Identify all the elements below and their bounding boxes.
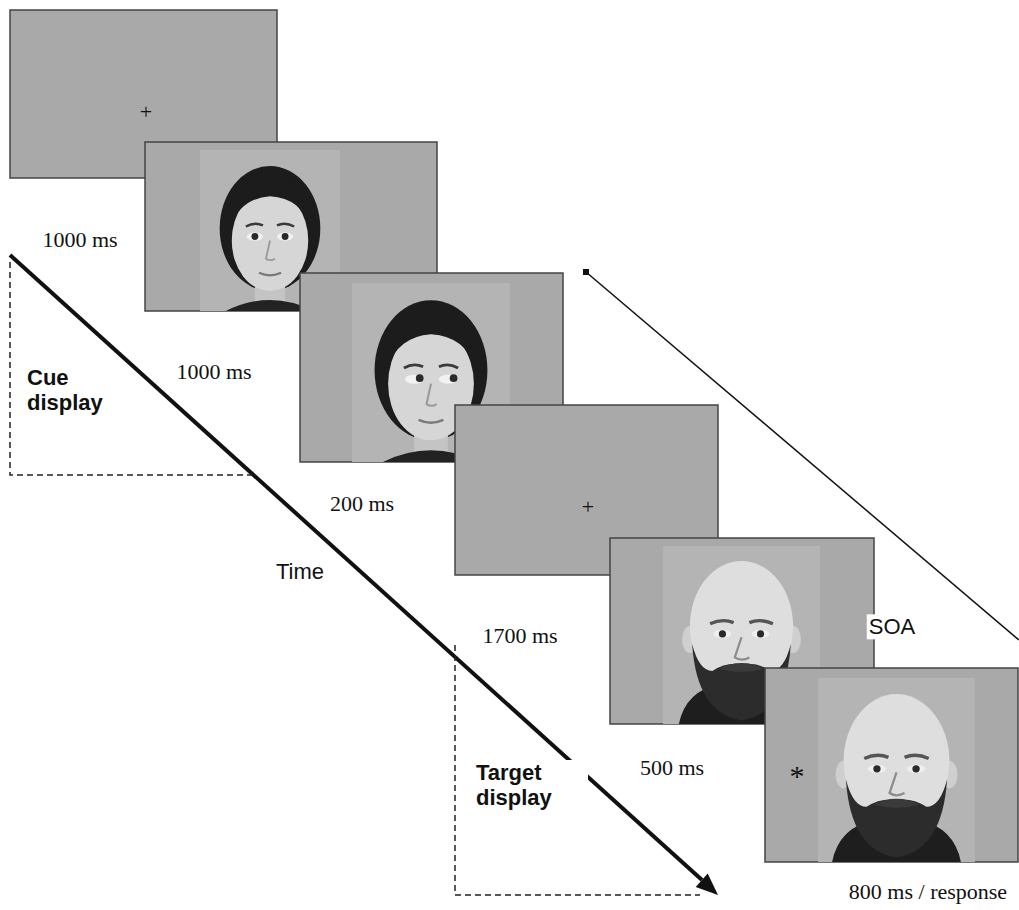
soa-line (586, 272, 1019, 640)
target-probe: * (788, 759, 807, 794)
duration-label: 1700 ms (480, 623, 559, 648)
target-screen (765, 668, 1018, 862)
duration-label: 800 ms / response (847, 879, 1009, 904)
duration-label: 500 ms (638, 755, 706, 780)
interval-label: SOA (867, 614, 917, 639)
phase-label: Target display (474, 760, 588, 811)
fixation-cross: + (580, 494, 596, 519)
screen (765, 668, 1018, 862)
duration-label: 200 ms (328, 491, 396, 516)
duration-label: 1000 ms (174, 359, 253, 384)
axis-label: Time (274, 559, 326, 584)
phase-label: Cue display (25, 365, 129, 416)
arrow-head (696, 874, 718, 896)
duration-label: 1000 ms (40, 227, 119, 252)
time-arrow (10, 255, 702, 880)
dashed-bracket (10, 262, 255, 475)
fixation-cross: + (138, 99, 154, 124)
face-photo (816, 678, 977, 862)
